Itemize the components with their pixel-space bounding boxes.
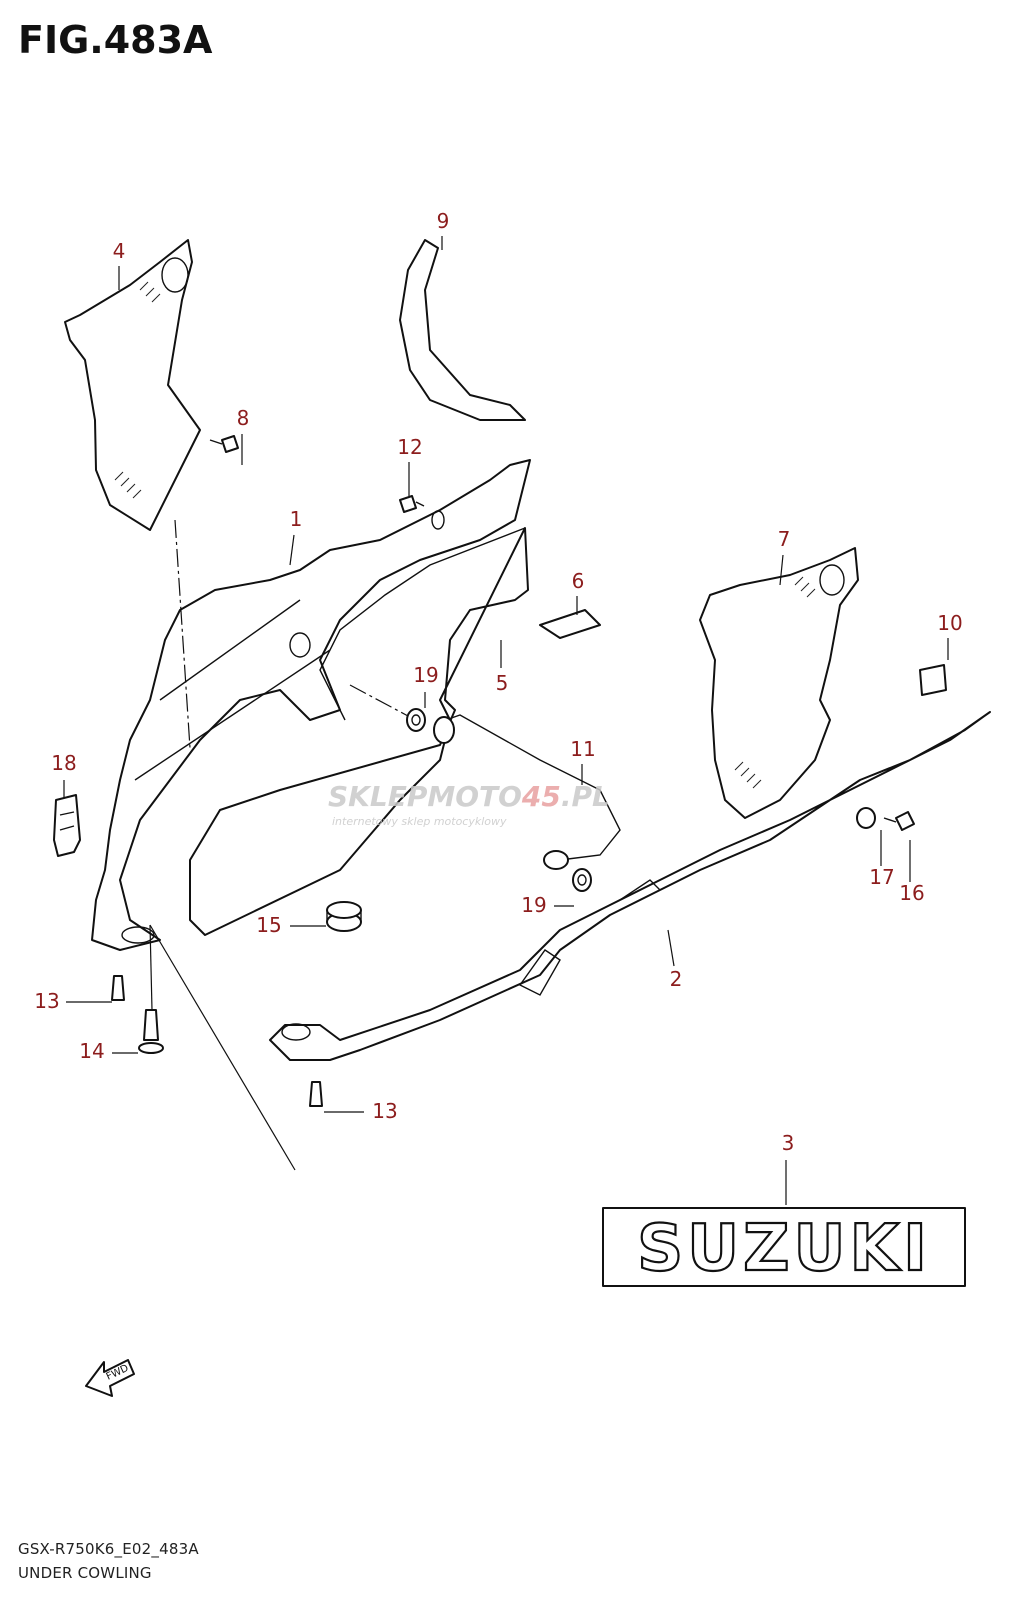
- part-12-bolt[interactable]: [399, 495, 425, 513]
- part-3-suzuki-decal[interactable]: SUZUKI: [602, 1207, 966, 1287]
- callout-19: 19: [521, 893, 546, 917]
- part-6-pad[interactable]: [539, 609, 601, 639]
- callout-1: 1: [290, 507, 303, 531]
- decal-text: SUZUKI: [637, 1212, 931, 1286]
- watermark: SKLEPMOTO45.PL internetowy sklep motocyk…: [328, 780, 610, 828]
- callout-3: 3: [782, 1131, 795, 1155]
- section-name: UNDER COWLING: [18, 1564, 152, 1582]
- watermark-tagline: internetowy sklep motocyklowy: [332, 815, 507, 828]
- callout-12: 12: [397, 435, 422, 459]
- callout-10: 10: [937, 611, 962, 635]
- callout-leader-7: [779, 554, 784, 586]
- part-15-grommet[interactable]: [326, 901, 362, 932]
- callout-19: 19: [413, 663, 438, 687]
- watermark-brand-2: 45: [521, 780, 561, 813]
- callout-9: 9: [437, 209, 450, 233]
- callout-15: 15: [256, 913, 281, 937]
- watermark-brand-3: .PL: [561, 780, 610, 813]
- callout-17: 17: [869, 865, 894, 889]
- part-5-inner-panel[interactable]: [189, 527, 529, 936]
- guide-lines: [149, 519, 409, 1171]
- part-13-rivet-left[interactable]: [111, 975, 125, 1001]
- part-19-grommet-lower[interactable]: [572, 868, 592, 892]
- model-code: GSX-R750K6_E02_483A: [18, 1540, 199, 1558]
- part-13-rivet-lower[interactable]: [309, 1081, 323, 1107]
- callout-13: 13: [372, 1099, 397, 1123]
- watermark-brand-1: SKLEPMOTO: [328, 780, 522, 813]
- part-1-under-cowling-left[interactable]: [91, 459, 531, 951]
- part-9-trim-strip[interactable]: [399, 239, 526, 421]
- part-4-inner-cover-left[interactable]: [64, 239, 201, 531]
- svg-text:SKLEPMOTO45.PL: SKLEPMOTO45.PL: [328, 780, 610, 813]
- callout-2: 2: [670, 967, 683, 991]
- callout-7: 7: [778, 527, 791, 551]
- callout-13: 13: [34, 989, 59, 1013]
- callout-18: 18: [51, 751, 76, 775]
- part-2-under-cowling-right[interactable]: [269, 711, 991, 1061]
- part-19-grommet-upper[interactable]: [406, 708, 426, 732]
- callout-14: 14: [79, 1039, 104, 1063]
- callout-4: 4: [113, 239, 126, 263]
- callout-leader-2: [667, 929, 675, 967]
- callout-11: 11: [570, 737, 595, 761]
- part-16-screw[interactable]: [883, 811, 915, 831]
- callout-8: 8: [237, 406, 250, 430]
- figure-title: FIG.483A: [18, 18, 213, 62]
- callout-leader-1: [289, 534, 295, 566]
- part-17-grommet[interactable]: [856, 807, 876, 829]
- fwd-arrow-icon: FWD: [85, 1359, 135, 1397]
- callout-5: 5: [496, 671, 509, 695]
- part-18-clip[interactable]: [53, 794, 81, 857]
- part-7-inner-cover-right[interactable]: [699, 547, 859, 819]
- part-8-screw[interactable]: [209, 435, 239, 453]
- callout-16: 16: [899, 881, 924, 905]
- part-10-label[interactable]: [919, 664, 947, 696]
- part-14-rivet[interactable]: [138, 1009, 164, 1054]
- callout-6: 6: [572, 569, 585, 593]
- part-11-bracket[interactable]: [433, 714, 621, 870]
